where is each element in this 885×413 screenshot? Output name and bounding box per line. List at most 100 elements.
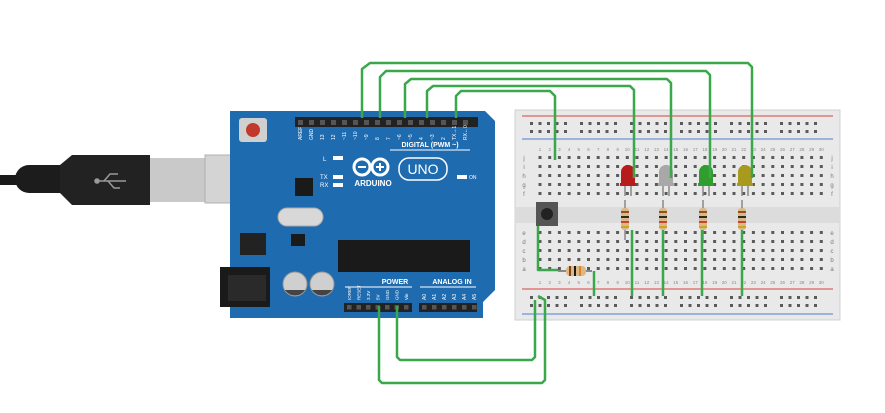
breadboard-hole[interactable] bbox=[761, 183, 765, 186]
breadboard-hole[interactable] bbox=[664, 249, 668, 252]
rail-hole[interactable] bbox=[755, 304, 759, 307]
pushbutton[interactable] bbox=[536, 202, 558, 226]
rail-hole[interactable] bbox=[814, 122, 817, 125]
breadboard-hole[interactable] bbox=[596, 231, 600, 234]
rail-hole[interactable] bbox=[764, 296, 767, 299]
rail-hole[interactable] bbox=[655, 296, 659, 299]
breadboard-hole[interactable] bbox=[606, 258, 610, 261]
rail-hole[interactable] bbox=[688, 304, 692, 307]
rail-hole[interactable] bbox=[605, 304, 609, 307]
breadboard-hole[interactable] bbox=[800, 231, 804, 234]
breadboard-hole[interactable] bbox=[732, 258, 736, 261]
breadboard-hole[interactable] bbox=[781, 165, 784, 168]
breadboard-hole[interactable] bbox=[693, 231, 697, 234]
breadboard-hole[interactable] bbox=[645, 192, 649, 195]
rail-hole[interactable] bbox=[564, 122, 567, 125]
breadboard-hole[interactable] bbox=[761, 192, 765, 195]
breadboard-hole[interactable] bbox=[635, 249, 639, 252]
breadboard-hole[interactable] bbox=[819, 231, 823, 234]
breadboard-hole[interactable] bbox=[693, 183, 697, 186]
breadboard-hole[interactable] bbox=[616, 249, 620, 252]
breadboard-hole[interactable] bbox=[742, 156, 746, 159]
breadboard-hole[interactable] bbox=[606, 231, 610, 234]
rail-hole[interactable] bbox=[747, 296, 750, 299]
rail-hole[interactable] bbox=[638, 296, 642, 299]
breadboard-hole[interactable] bbox=[587, 231, 590, 234]
rail-hole[interactable] bbox=[614, 130, 617, 133]
rail-hole[interactable] bbox=[547, 296, 550, 299]
breadboard-hole[interactable] bbox=[635, 165, 639, 168]
rail-hole[interactable] bbox=[597, 296, 600, 299]
breadboard-hole[interactable] bbox=[616, 174, 620, 177]
breadboard-hole[interactable] bbox=[722, 165, 726, 168]
breadboard-hole[interactable] bbox=[674, 231, 678, 234]
breadboard-hole[interactable] bbox=[548, 165, 552, 168]
rail-hole[interactable] bbox=[688, 296, 692, 299]
breadboard-hole[interactable] bbox=[557, 231, 561, 234]
breadboard-hole[interactable] bbox=[800, 156, 804, 159]
rail-hole[interactable] bbox=[797, 122, 800, 125]
breadboard-hole[interactable] bbox=[557, 258, 561, 261]
breadboard-hole[interactable] bbox=[674, 174, 678, 177]
breadboard-hole[interactable] bbox=[810, 183, 814, 186]
breadboard-hole[interactable] bbox=[548, 192, 552, 195]
breadboard-hole[interactable] bbox=[538, 267, 542, 270]
breadboard-hole[interactable] bbox=[732, 165, 736, 168]
power-pin-hole[interactable] bbox=[356, 305, 362, 310]
breadboard-hole[interactable] bbox=[693, 267, 697, 270]
breadboard-hole[interactable] bbox=[625, 156, 629, 159]
breadboard-hole[interactable] bbox=[761, 174, 765, 177]
power-pin-hole[interactable] bbox=[404, 305, 409, 310]
wire-gnd[interactable] bbox=[395, 300, 537, 362]
breadboard-hole[interactable] bbox=[587, 156, 590, 159]
usb-cable[interactable] bbox=[0, 154, 271, 205]
breadboard-hole[interactable] bbox=[567, 165, 571, 168]
breadboard-hole[interactable] bbox=[722, 249, 726, 252]
breadboard-hole[interactable] bbox=[674, 192, 678, 195]
breadboard-hole[interactable] bbox=[810, 165, 814, 168]
rail-hole[interactable] bbox=[638, 130, 642, 133]
breadboard-hole[interactable] bbox=[664, 156, 668, 159]
breadboard-hole[interactable] bbox=[751, 240, 755, 243]
wire-pin-2[interactable] bbox=[454, 89, 557, 160]
rail-hole[interactable] bbox=[730, 122, 733, 125]
rail-hole[interactable] bbox=[588, 296, 592, 299]
breadboard-hole[interactable] bbox=[819, 192, 823, 195]
rail-hole[interactable] bbox=[788, 304, 792, 307]
rail-hole[interactable] bbox=[814, 296, 817, 299]
breadboard-hole[interactable] bbox=[713, 231, 717, 234]
breadboard-hole[interactable] bbox=[606, 174, 610, 177]
breadboard-hole[interactable] bbox=[664, 258, 668, 261]
breadboard-hole[interactable] bbox=[577, 165, 581, 168]
breadboard-hole[interactable] bbox=[557, 183, 561, 186]
rail-hole[interactable] bbox=[780, 304, 783, 307]
rail-hole[interactable] bbox=[788, 122, 792, 125]
breadboard-hole[interactable] bbox=[693, 258, 697, 261]
rail-hole[interactable] bbox=[664, 304, 667, 307]
reset-button-cap[interactable] bbox=[246, 123, 260, 137]
wire-pin-7[interactable] bbox=[403, 77, 673, 178]
breadboard-hole[interactable] bbox=[790, 165, 794, 168]
breadboard-hole[interactable] bbox=[819, 174, 823, 177]
digital-pin-hole[interactable] bbox=[386, 120, 391, 125]
breadboard-hole[interactable] bbox=[567, 174, 571, 177]
rail-hole[interactable] bbox=[538, 130, 542, 133]
breadboard-hole[interactable] bbox=[800, 183, 804, 186]
breadboard-hole[interactable] bbox=[625, 249, 629, 252]
breadboard-hole[interactable] bbox=[819, 240, 823, 243]
breadboard-hole[interactable] bbox=[577, 249, 581, 252]
breadboard-hole[interactable] bbox=[732, 156, 736, 159]
rail-hole[interactable] bbox=[630, 304, 633, 307]
breadboard-hole[interactable] bbox=[596, 240, 600, 243]
rail-hole[interactable] bbox=[647, 122, 650, 125]
breadboard-hole[interactable] bbox=[732, 192, 736, 195]
power-pin-hole[interactable] bbox=[347, 305, 352, 310]
breadboard-hole[interactable] bbox=[625, 192, 629, 195]
wire-pin-5[interactable] bbox=[425, 84, 636, 178]
analog-pin-hole[interactable] bbox=[472, 305, 477, 310]
breadboard-hole[interactable] bbox=[577, 183, 581, 186]
pulldown-resistor[interactable] bbox=[558, 266, 592, 276]
breadboard-hole[interactable] bbox=[713, 183, 717, 186]
breadboard-hole[interactable] bbox=[625, 258, 629, 261]
breadboard-hole[interactable] bbox=[654, 267, 658, 270]
